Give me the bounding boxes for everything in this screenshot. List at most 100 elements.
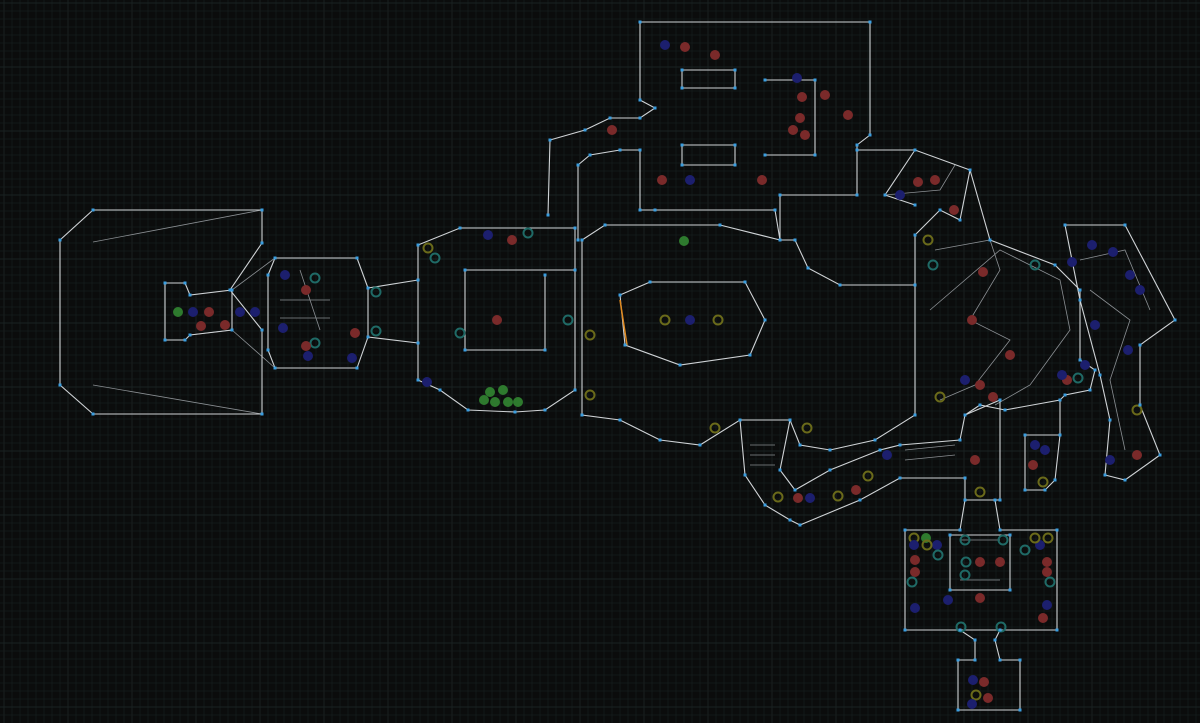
vertex[interactable] <box>58 238 62 242</box>
thing-health[interactable] <box>930 175 940 185</box>
vertex[interactable] <box>698 443 702 447</box>
thing-monster[interactable] <box>909 540 919 550</box>
vertex[interactable] <box>963 498 967 502</box>
vertex[interactable] <box>638 148 642 152</box>
vertex[interactable] <box>183 281 187 285</box>
vertex[interactable] <box>788 418 792 422</box>
vertex[interactable] <box>973 658 977 662</box>
vertex[interactable] <box>58 383 62 387</box>
thing-monster[interactable] <box>188 307 198 317</box>
thing-health[interactable] <box>975 593 985 603</box>
thing-health[interactable] <box>507 235 517 245</box>
thing-monster[interactable] <box>685 175 695 185</box>
vertex[interactable] <box>680 143 684 147</box>
thing-ammo[interactable] <box>862 470 874 482</box>
thing-monster[interactable] <box>932 540 942 550</box>
thing-health[interactable] <box>988 392 998 402</box>
vertex[interactable] <box>956 708 960 712</box>
thing-item[interactable] <box>960 556 972 568</box>
linedef[interactable] <box>914 169 971 236</box>
vertex[interactable] <box>230 288 234 292</box>
vertex[interactable] <box>355 366 359 370</box>
thing-health[interactable] <box>970 455 980 465</box>
linedef[interactable] <box>779 419 796 491</box>
linedef[interactable] <box>547 21 871 241</box>
thing-monster[interactable] <box>483 230 493 240</box>
vertex[interactable] <box>913 413 917 417</box>
thing-monster[interactable] <box>422 377 432 387</box>
vertex[interactable] <box>968 168 972 172</box>
special-linedef[interactable] <box>619 299 628 346</box>
thing-item[interactable] <box>1072 372 1084 384</box>
vertex[interactable] <box>576 163 580 167</box>
thing-player-start[interactable] <box>490 397 500 407</box>
thing-item[interactable] <box>906 576 918 588</box>
thing-health[interactable] <box>204 307 214 317</box>
vertex[interactable] <box>463 268 467 272</box>
thing-item[interactable] <box>959 569 971 581</box>
thing-ammo[interactable] <box>974 486 986 498</box>
thing-health[interactable] <box>800 130 810 140</box>
vertex[interactable] <box>546 213 550 217</box>
thing-ammo[interactable] <box>922 234 934 246</box>
vertex[interactable] <box>898 476 902 480</box>
vertex[interactable] <box>580 413 584 417</box>
vertex[interactable] <box>1023 488 1027 492</box>
thing-ammo[interactable] <box>709 422 721 434</box>
vertex[interactable] <box>778 193 782 197</box>
vertex[interactable] <box>963 413 967 417</box>
thing-health[interactable] <box>301 285 311 295</box>
vertex[interactable] <box>958 528 962 532</box>
vertex[interactable] <box>1138 403 1142 407</box>
vertex[interactable] <box>828 448 832 452</box>
thing-ammo[interactable] <box>1029 532 1041 544</box>
thing-monster[interactable] <box>910 603 920 613</box>
vertex[interactable] <box>416 278 420 282</box>
vertex[interactable] <box>463 348 467 352</box>
linedef[interactable] <box>1064 224 1176 481</box>
thing-player-start[interactable] <box>498 385 508 395</box>
thing-player-start[interactable] <box>485 387 495 397</box>
thing-health[interactable] <box>820 90 830 100</box>
vertex[interactable] <box>1103 473 1107 477</box>
thing-ammo[interactable] <box>659 314 671 326</box>
thing-health[interactable] <box>680 42 690 52</box>
vertex[interactable] <box>788 518 792 522</box>
vertex[interactable] <box>998 628 1002 632</box>
vertex[interactable] <box>355 256 359 260</box>
vertex[interactable] <box>733 86 737 90</box>
thing-health[interactable] <box>607 125 617 135</box>
vertex[interactable] <box>1058 398 1062 402</box>
vertex[interactable] <box>163 281 167 285</box>
thing-health[interactable] <box>979 677 989 687</box>
thing-monster[interactable] <box>967 699 977 709</box>
vertex[interactable] <box>1088 388 1092 392</box>
linedef[interactable] <box>619 281 766 366</box>
linedefs[interactable] <box>59 21 1176 711</box>
vertex[interactable] <box>273 256 277 260</box>
vertex[interactable] <box>883 193 887 197</box>
vertex[interactable] <box>1093 368 1097 372</box>
vertex[interactable] <box>738 418 742 422</box>
vertex[interactable] <box>1018 658 1022 662</box>
thing-health[interactable] <box>975 380 985 390</box>
thing-monster[interactable] <box>805 493 815 503</box>
thing-ammo[interactable] <box>712 314 724 326</box>
vertex[interactable] <box>543 273 547 277</box>
vertex[interactable] <box>608 116 612 120</box>
vertex[interactable] <box>938 208 942 212</box>
vertex[interactable] <box>838 283 842 287</box>
vertex[interactable] <box>548 138 552 142</box>
vertex[interactable] <box>580 238 584 242</box>
thing-monster[interactable] <box>1067 257 1077 267</box>
vertex[interactable] <box>978 403 982 407</box>
vertex[interactable] <box>1058 433 1062 437</box>
thing-health[interactable] <box>1042 557 1052 567</box>
vertex[interactable] <box>956 658 960 662</box>
thing-player-start[interactable] <box>173 307 183 317</box>
vertex[interactable] <box>763 318 767 322</box>
vertex[interactable] <box>588 153 592 157</box>
vertex[interactable] <box>1053 263 1057 267</box>
vertex[interactable] <box>868 20 872 24</box>
vertex[interactable] <box>898 443 902 447</box>
